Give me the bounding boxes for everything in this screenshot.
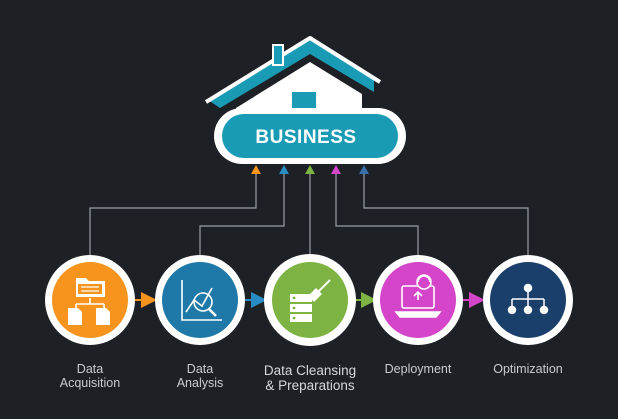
stage-label-analysis-line1: Data bbox=[186, 362, 214, 376]
house-window bbox=[292, 92, 316, 110]
connector-acquisition bbox=[89, 172, 257, 260]
arrowhead-green bbox=[305, 165, 315, 174]
server-broom-icon bbox=[290, 279, 331, 322]
stage-analysis bbox=[155, 255, 245, 345]
hierarchy-icon bbox=[507, 283, 549, 315]
laptop-upload-icon bbox=[394, 274, 442, 318]
stage-label-analysis: Data Analysis bbox=[135, 362, 265, 390]
connector-optimization bbox=[363, 172, 529, 262]
arrowhead-pink bbox=[331, 165, 341, 174]
business-hub: BUSINESS bbox=[204, 36, 406, 164]
stage-cleansing bbox=[264, 254, 356, 346]
stage-optimization bbox=[483, 255, 573, 345]
folder-tree-icon bbox=[68, 278, 110, 325]
stage-label-cleansing: Data Cleansing & Preparations bbox=[245, 363, 375, 393]
connector-deployment bbox=[335, 172, 419, 262]
stage-label-deployment: Deployment bbox=[353, 362, 483, 376]
stage-acquisition bbox=[45, 255, 135, 345]
stage-label-cleansing-line2: & Preparations bbox=[265, 378, 355, 393]
stage-label-acquisition-line1: Data bbox=[76, 362, 104, 376]
connector-analysis bbox=[199, 172, 285, 260]
stage-deployment bbox=[373, 255, 463, 345]
stage-label-optimization: Optimization bbox=[463, 362, 593, 376]
stage-label-cleansing-line1: Data Cleansing bbox=[263, 363, 357, 378]
connectors bbox=[89, 172, 529, 262]
hub-arrowheads bbox=[251, 165, 369, 174]
arrowhead-navy bbox=[359, 165, 369, 174]
house-roof-outline bbox=[204, 36, 382, 104]
stage-label-optimization-line1: Optimization bbox=[493, 362, 563, 376]
stage-label-acquisition: Data Acquisition bbox=[25, 362, 155, 390]
hub-title: BUSINESS bbox=[255, 127, 356, 148]
stage-label-deployment-line1: Deployment bbox=[384, 362, 452, 376]
magnifier-chart-icon bbox=[181, 280, 222, 321]
hub-pill bbox=[222, 114, 398, 158]
house-roof bbox=[208, 40, 374, 108]
stage-label-acquisition-line2: Acquisition bbox=[59, 376, 121, 390]
arrowhead-orange bbox=[251, 165, 261, 174]
arrowhead-blue bbox=[279, 165, 289, 174]
stage-label-analysis-line2: Analysis bbox=[176, 376, 224, 390]
house-wall bbox=[236, 62, 362, 118]
